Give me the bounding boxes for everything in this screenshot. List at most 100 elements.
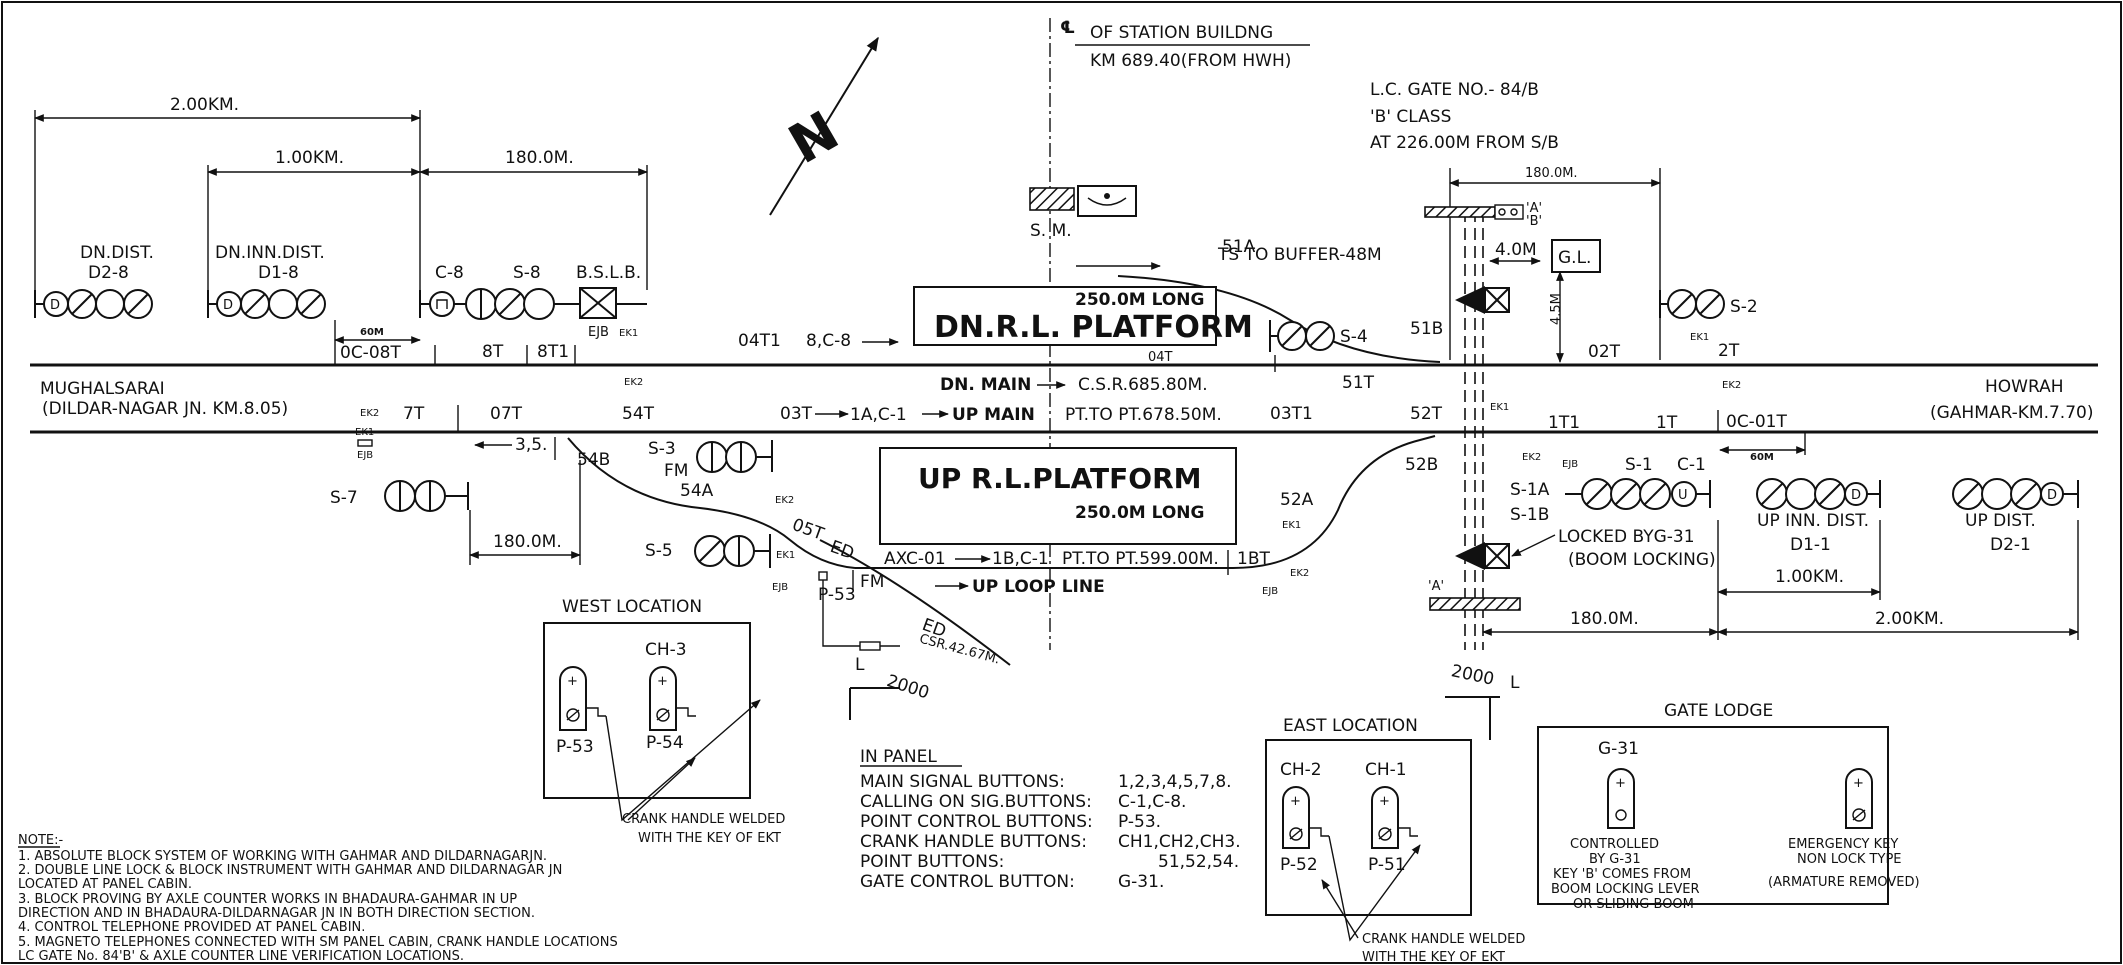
gl-label: G.L. bbox=[1558, 248, 1591, 268]
ek2-3: EK2 bbox=[360, 408, 379, 419]
panel-row-label: MAIN SIGNAL BUTTONS: bbox=[860, 772, 1065, 792]
ch2-label: CH-2 bbox=[1280, 760, 1322, 780]
emergency-key: + bbox=[1845, 768, 1873, 829]
track-02t: 02T bbox=[1588, 342, 1621, 362]
s8-label: S-8 bbox=[513, 263, 541, 283]
s3-label: S-3 bbox=[648, 439, 676, 459]
notes-title: NOTE:- bbox=[18, 833, 63, 848]
s2-label: S-2 bbox=[1730, 297, 1758, 317]
gate-lodge-box bbox=[1537, 726, 1889, 905]
ek1-4: EK1 bbox=[1490, 402, 1509, 413]
route-8c8: 8,C-8 bbox=[806, 331, 851, 351]
ek2-7: EK2 bbox=[1290, 568, 1309, 579]
dn-dist-label: DN.DIST. bbox=[80, 243, 154, 263]
track-54t: 54T bbox=[622, 404, 655, 424]
panel-row-label: POINT BUTTONS: bbox=[860, 852, 1004, 872]
ejb-5: EJB bbox=[1562, 459, 1578, 470]
point-54b: 54B bbox=[577, 450, 610, 470]
gate-a-label: 'A' bbox=[1526, 201, 1542, 216]
ed-1: ED bbox=[827, 537, 856, 564]
note-line: 1. ABSOLUTE BLOCK SYSTEM OF WORKING WITH… bbox=[18, 849, 547, 864]
gate-dim-label: 180.0M. bbox=[1525, 166, 1578, 181]
dn-dist-id: D2-8 bbox=[88, 263, 129, 283]
svg-text:+: + bbox=[1853, 776, 1864, 791]
s7-signal bbox=[384, 480, 469, 512]
panel-row-label: CALLING ON SIG.BUTTONS: bbox=[860, 792, 1092, 812]
west-crank-p54: + bbox=[649, 666, 696, 731]
route-1ac1: 1A,C-1 bbox=[850, 405, 907, 425]
up-platform-length: 250.0M LONG bbox=[1075, 503, 1204, 523]
track-04t1: 04T1 bbox=[738, 331, 781, 351]
lc-gate-line3: AT 226.00M FROM S/B bbox=[1370, 133, 1559, 153]
boom-bottom bbox=[1429, 597, 1521, 611]
boom-top bbox=[1424, 206, 1496, 218]
s3-signal bbox=[696, 440, 773, 473]
s1-signal: U bbox=[1565, 478, 1711, 510]
ejb-4: EJB bbox=[1262, 586, 1278, 597]
p54-west: P-54 bbox=[646, 733, 684, 753]
notes-list: 1. ABSOLUTE BLOCK SYSTEM OF WORKING WITH… bbox=[18, 849, 618, 964]
up-platform bbox=[879, 447, 1237, 545]
track-03t: 03T bbox=[780, 404, 813, 424]
panel-row-value: G-31. bbox=[1118, 872, 1164, 892]
west-crank-p53: + bbox=[559, 666, 606, 731]
s1b-label: S-1B bbox=[1510, 505, 1549, 525]
up-loop-label: UP LOOP LINE bbox=[972, 577, 1105, 597]
c8-label: C-8 bbox=[435, 263, 464, 283]
p53-west: P-53 bbox=[556, 737, 594, 757]
s5-signal bbox=[694, 534, 771, 568]
siding-53 bbox=[819, 539, 1011, 666]
svg-text:D: D bbox=[2047, 488, 2057, 503]
point-52a: 52A bbox=[1280, 490, 1314, 510]
svg-text:D: D bbox=[50, 298, 60, 313]
fm-label-1: FM bbox=[664, 461, 688, 481]
gate-lodge-c1: CONTROLLED bbox=[1570, 837, 1659, 852]
west-note-1: CRANK HANDLE WELDED bbox=[622, 812, 785, 827]
gate-lodge-e1: EMERGENCY KEY bbox=[1788, 837, 1898, 852]
point-52b: 52B bbox=[1405, 455, 1438, 475]
ek1-6: EK1 bbox=[776, 550, 795, 561]
sm-label: S. M. bbox=[1030, 221, 1072, 241]
right-station-name: HOWRAH bbox=[1985, 377, 2064, 397]
ch3-label: CH-3 bbox=[645, 640, 687, 660]
s5-label: S-5 bbox=[645, 541, 673, 561]
gate-lodge-c3: KEY 'B' COMES FROM bbox=[1553, 867, 1691, 882]
panel-row-label: CRANK HANDLE BUTTONS: bbox=[860, 832, 1087, 852]
s1a-label: S-1A bbox=[1510, 480, 1550, 500]
up-dist-label: UP DIST. bbox=[1965, 511, 2036, 531]
panel-row-label: GATE CONTROL BUTTON: bbox=[860, 872, 1075, 892]
dim-2km-right: 2.00KM. bbox=[1875, 609, 1944, 629]
point-51a: 51A bbox=[1222, 237, 1256, 257]
point-54a: 54A bbox=[680, 481, 714, 501]
track-1bt: 1BT bbox=[1237, 549, 1270, 569]
marker-2000-2: 2000 bbox=[1449, 661, 1495, 690]
boom-locking-label: (BOOM LOCKING) bbox=[1568, 550, 1716, 570]
dn-inn-id: D1-8 bbox=[258, 263, 299, 283]
svg-text:+: + bbox=[657, 674, 668, 689]
west-note-2: WITH THE KEY OF EKT bbox=[638, 831, 781, 846]
gate-height: 4.5M bbox=[1549, 293, 1564, 325]
ek1-5: EK1 bbox=[355, 427, 374, 438]
panel-row-value: 1,2,3,4,5,7,8. bbox=[1118, 772, 1232, 792]
ek1-2: EK1 bbox=[1690, 332, 1709, 343]
track-oc01t: 0C-01T bbox=[1726, 412, 1787, 432]
note-line: 4. CONTROL TELEPHONE PROVIDED AT PANEL C… bbox=[18, 920, 365, 935]
ejb-3: EJB bbox=[772, 582, 788, 593]
east-note-2: WITH THE KEY OF EKT bbox=[1362, 950, 1505, 965]
west-title: WEST LOCATION bbox=[562, 597, 702, 617]
axc-label: AXC-01 bbox=[884, 549, 946, 569]
dim-1km-label: 1.00KM. bbox=[275, 148, 344, 168]
track-52t: 52T bbox=[1410, 404, 1443, 424]
station-km-label: KM 689.40(FROM HWH) bbox=[1090, 51, 1291, 71]
g31-key: + bbox=[1607, 768, 1635, 829]
sm-room bbox=[1029, 187, 1075, 211]
note-line: LC GATE No. 84'B' & AXLE COUNTER LINE VE… bbox=[18, 949, 464, 964]
dim-60-right: 60M bbox=[1750, 452, 1774, 463]
s4-label: S-4 bbox=[1340, 327, 1368, 347]
track-2t: 2T bbox=[1718, 341, 1740, 361]
fm-label-2: FM bbox=[860, 572, 884, 592]
up-distant-signal: D bbox=[1952, 478, 2079, 510]
right-station-sub: (GAHMAR-KM.7.70) bbox=[1930, 403, 2093, 423]
pt-loop-label: PT.TO PT.599.00M. bbox=[1062, 549, 1219, 569]
siding-51 bbox=[1117, 275, 1441, 363]
